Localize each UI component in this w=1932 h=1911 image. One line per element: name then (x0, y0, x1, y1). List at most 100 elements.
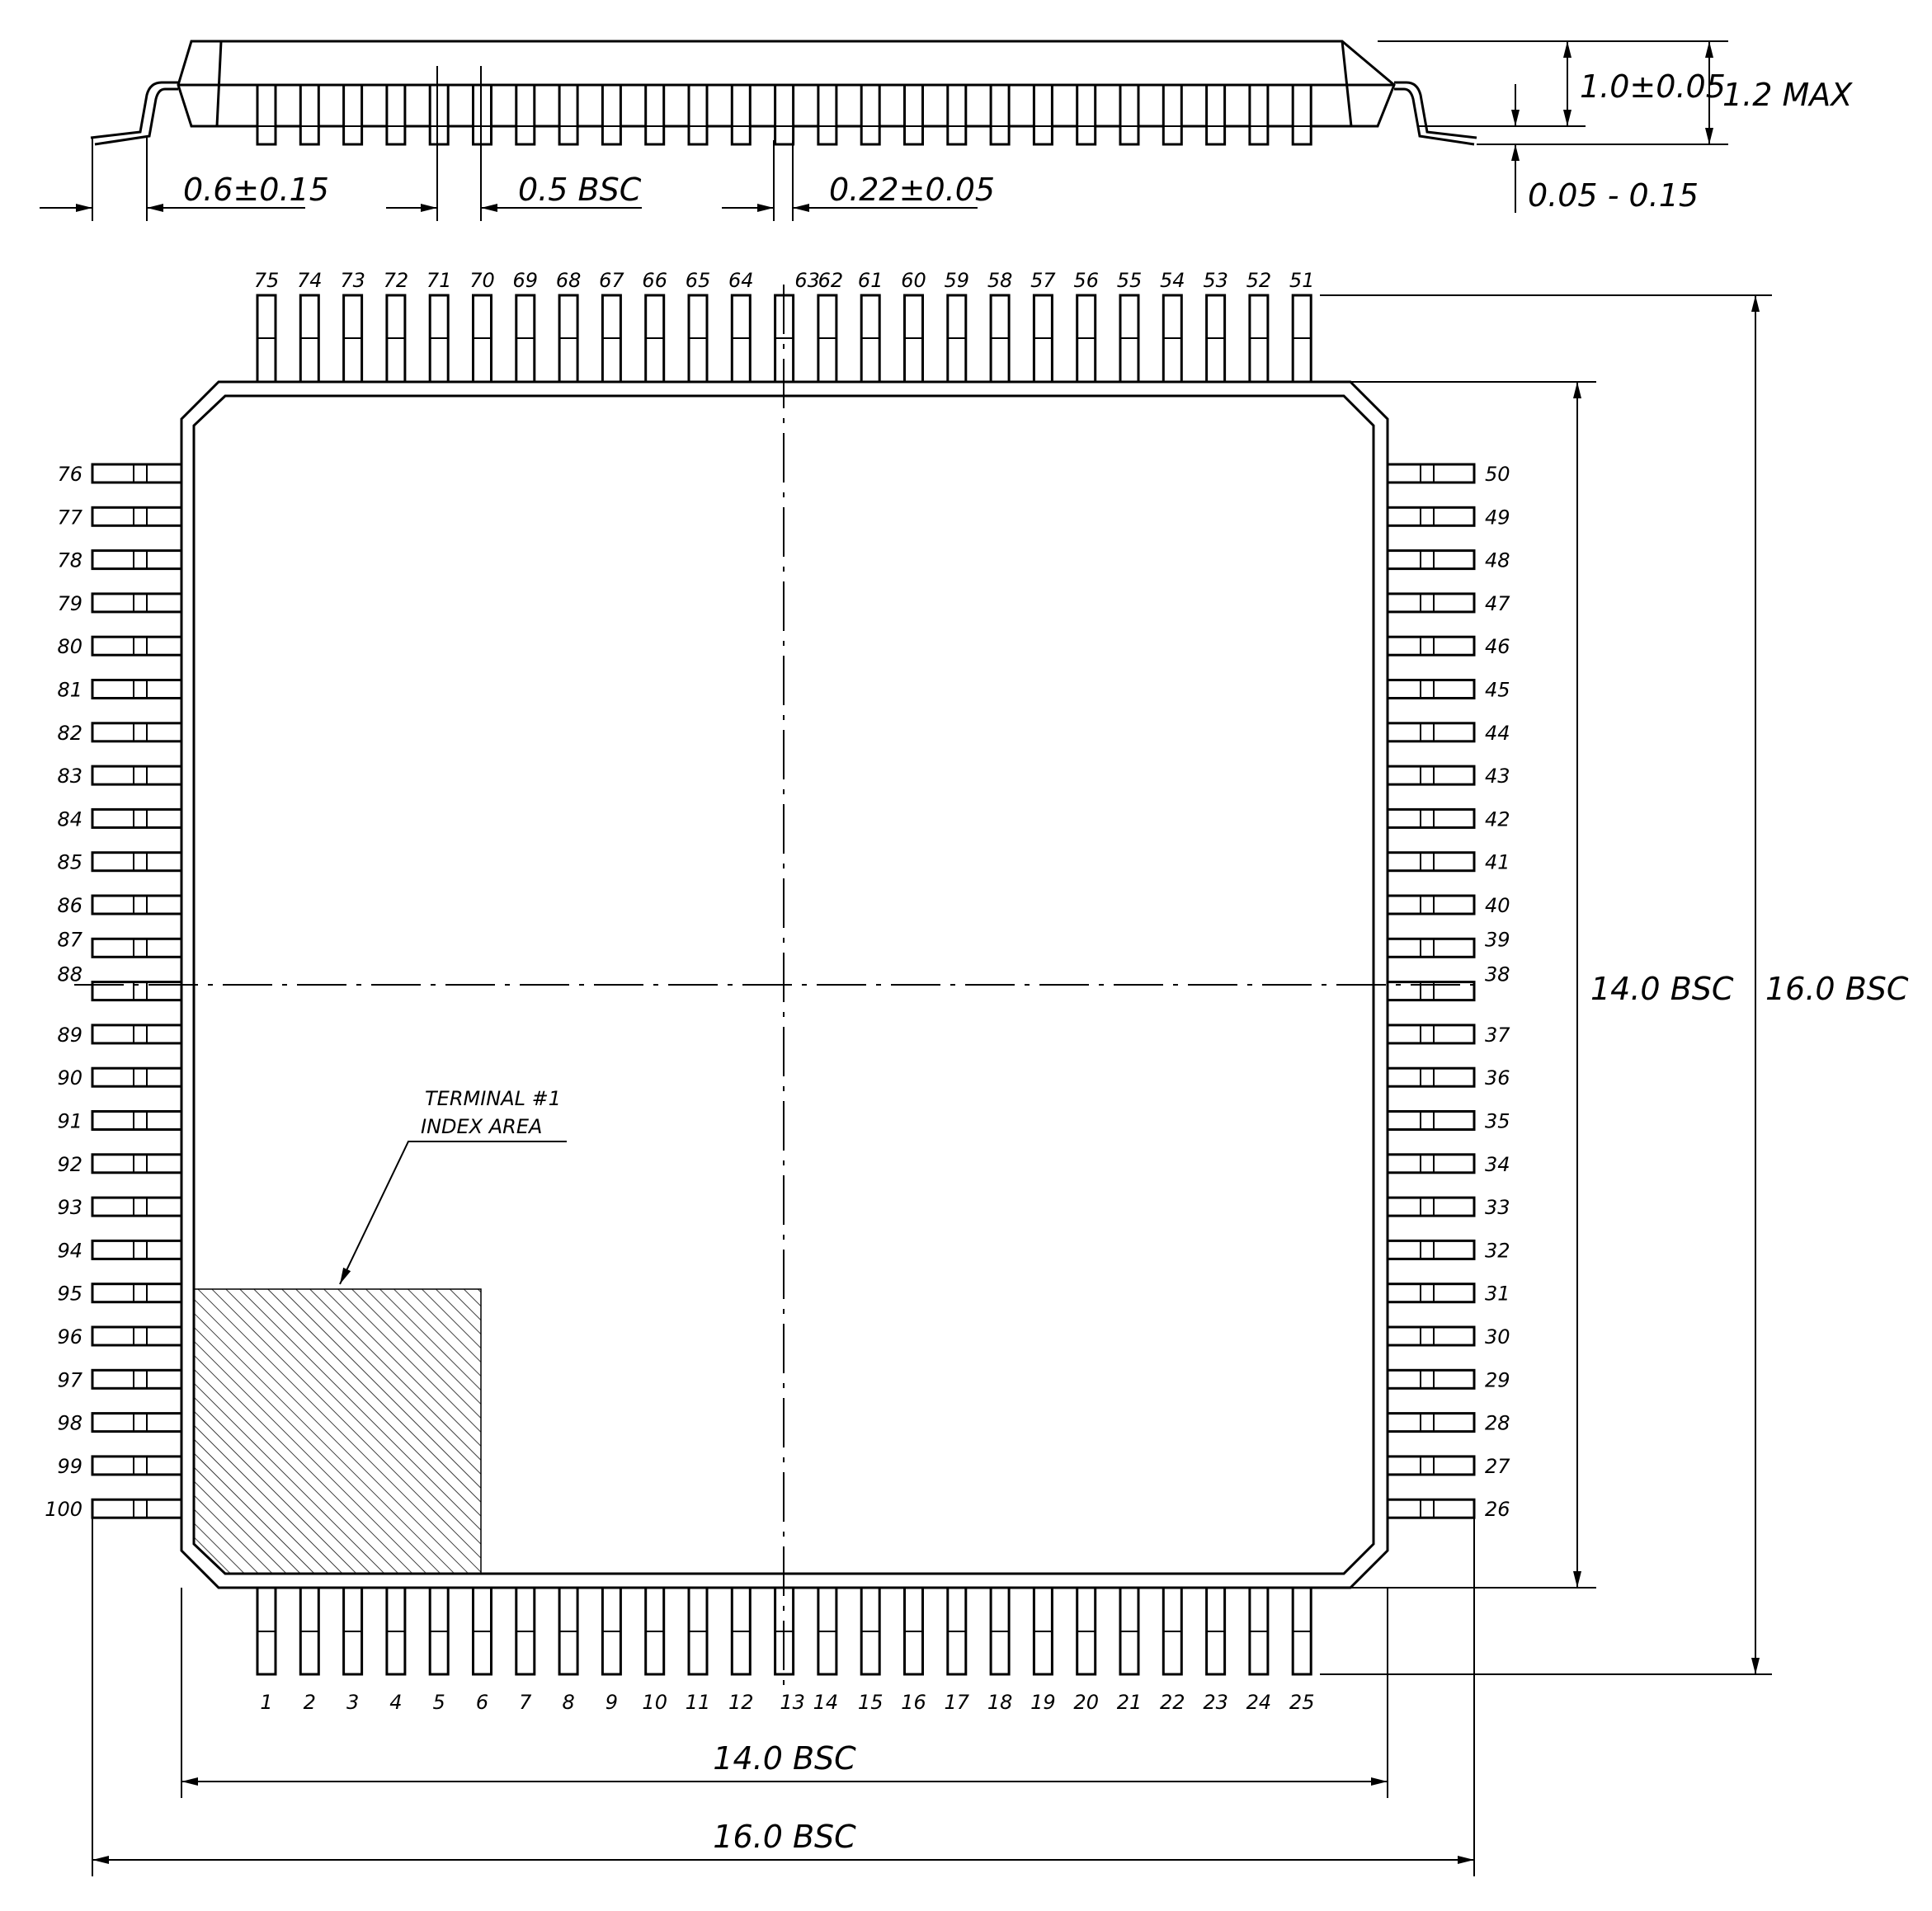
pin-label-63: 63 (794, 269, 820, 292)
pin-label-1: 1 (260, 1691, 272, 1714)
pin-label-73: 73 (340, 269, 365, 292)
pin-label-25: 25 (1289, 1691, 1315, 1714)
lead-pin-85 (91, 851, 183, 873)
lead-pin-34 (1386, 1153, 1476, 1174)
lead-pin-26 (1386, 1498, 1476, 1519)
side-view-lead (774, 83, 795, 146)
lead-pin-50 (1386, 463, 1476, 484)
pin-label-91: 91 (57, 1110, 82, 1133)
lead-pin-39 (1386, 937, 1476, 958)
pin-label-18: 18 (987, 1691, 1013, 1714)
pin-label-95: 95 (57, 1283, 82, 1306)
pin-label-31: 31 (1485, 1283, 1510, 1306)
side-view-lead (989, 83, 1011, 146)
pin-label-38: 38 (1485, 963, 1510, 986)
pin-label-43: 43 (1485, 765, 1510, 788)
body-width-dim: 14.0 BSC (713, 1740, 856, 1777)
side-view-lead (946, 83, 968, 146)
lead-pin-99 (91, 1455, 183, 1476)
pin-label-41: 41 (1485, 851, 1510, 874)
pin-label-44: 44 (1485, 722, 1510, 745)
side-view-lead (1076, 83, 1097, 146)
lead-span-width-dim: 16.0 BSC (713, 1819, 856, 1855)
lead-pin-29 (1386, 1368, 1476, 1390)
pin-label-64: 64 (728, 269, 754, 292)
pin-label-51: 51 (1289, 269, 1315, 292)
pin-label-3: 3 (346, 1691, 359, 1714)
pin-label-33: 33 (1485, 1196, 1510, 1219)
pin-label-97: 97 (57, 1368, 82, 1391)
pin-label-60: 60 (901, 269, 926, 292)
side-view-lead (687, 83, 709, 146)
lead-pin-46 (1386, 635, 1476, 657)
pin-label-99: 99 (57, 1455, 82, 1478)
side-view-lead (299, 83, 320, 146)
pin-label-92: 92 (57, 1153, 82, 1176)
pin-label-4: 4 (389, 1691, 402, 1714)
pin-label-27: 27 (1485, 1455, 1510, 1478)
pin-label-37: 37 (1485, 1024, 1510, 1047)
side-view-right-lead (1394, 81, 1477, 139)
lead-pin-43 (1386, 765, 1476, 786)
pin-label-49: 49 (1485, 506, 1510, 529)
lead-pin-83 (91, 765, 183, 786)
pin-label-11: 11 (686, 1691, 711, 1714)
lead-width-dim: 0.22±0.05 (829, 172, 995, 208)
pin-label-80: 80 (57, 635, 82, 658)
pin-label-67: 67 (599, 269, 624, 292)
lead-pin-76 (91, 463, 183, 484)
lead-pin-94 (91, 1239, 183, 1260)
lead-pin-95 (91, 1283, 183, 1304)
pin-label-19: 19 (1030, 1691, 1056, 1714)
side-view-lead (472, 83, 492, 146)
pin-label-65: 65 (686, 269, 711, 292)
lead-pin-98 (91, 1412, 183, 1433)
side-view-lead (817, 83, 838, 146)
side-view: 0.6±0.15 0.5 BSC 0.22±0.05 1.0±0.05 1.2 … (40, 40, 1853, 221)
lead-pin-77 (91, 506, 183, 527)
side-view-lead (1162, 83, 1183, 146)
pin-label-36: 36 (1485, 1066, 1510, 1090)
pin-label-61: 61 (858, 269, 884, 292)
side-view-lead (1248, 83, 1270, 146)
side-view-lead (558, 83, 579, 146)
pin-label-81: 81 (57, 679, 82, 702)
lead-pin-96 (91, 1325, 183, 1347)
pin-label-54: 54 (1160, 269, 1185, 292)
lead-pin-35 (1386, 1110, 1476, 1131)
pin-label-59: 59 (945, 269, 970, 292)
side-view-lead (601, 83, 622, 146)
pin-label-48: 48 (1485, 549, 1510, 572)
pin-label-77: 77 (57, 506, 82, 529)
lead-pin-32 (1386, 1239, 1476, 1260)
pin-label-58: 58 (987, 269, 1013, 292)
pin-label-16: 16 (901, 1691, 926, 1714)
lead-pin-30 (1386, 1325, 1476, 1347)
pin-label-34: 34 (1485, 1153, 1510, 1176)
pin-label-70: 70 (469, 269, 495, 292)
pin-label-28: 28 (1485, 1412, 1510, 1435)
pin-label-89: 89 (57, 1024, 82, 1047)
lead-pin-79 (91, 592, 183, 614)
lead-pin-37 (1386, 1024, 1476, 1045)
side-view-lead (644, 83, 666, 146)
pin-label-83: 83 (57, 765, 82, 788)
pin-label-53: 53 (1203, 269, 1228, 292)
side-view-lead (1291, 83, 1312, 146)
pin-label-45: 45 (1485, 679, 1510, 702)
terminal-1-index-area (193, 1288, 482, 1574)
pin-label-2: 2 (304, 1691, 316, 1714)
pin-label-71: 71 (426, 269, 452, 292)
pin-label-66: 66 (642, 269, 667, 292)
pin-label-10: 10 (642, 1691, 667, 1714)
side-view-left-lead (90, 81, 178, 139)
side-view-lead (385, 83, 407, 146)
pin-label-82: 82 (57, 722, 82, 745)
body-height-dim: 14.0 BSC (1590, 971, 1734, 1007)
pin-label-75: 75 (254, 269, 280, 292)
side-view-lead (1119, 83, 1140, 146)
lead-pin-90 (91, 1066, 183, 1088)
side-view-lead (1205, 83, 1227, 146)
side-view-lead (256, 83, 277, 146)
